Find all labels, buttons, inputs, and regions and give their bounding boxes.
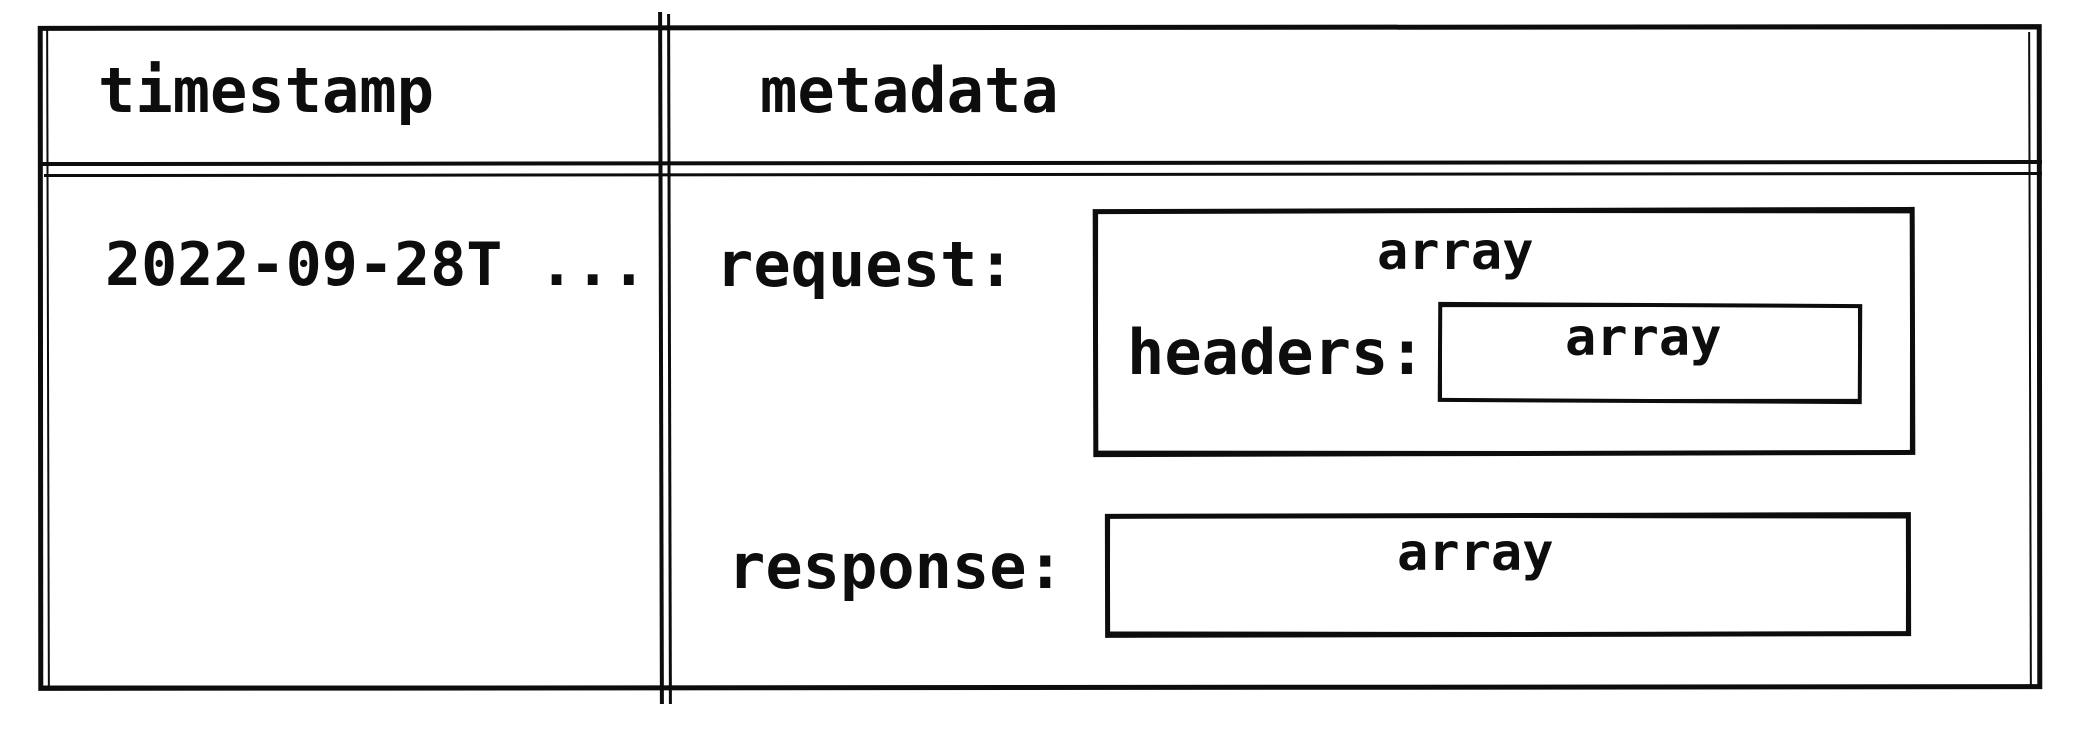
request-array-type: array [1377,222,1534,282]
response-field-label: response: [728,530,1064,603]
headers-array-type: array [1565,308,1722,368]
headers-field-label: headers: [1127,316,1426,389]
column-header-timestamp: timestamp [98,54,434,127]
response-array-type: array [1397,523,1554,583]
column-header-metadata: metadata [760,54,1059,127]
request-field-label: request: [716,228,1015,301]
timestamp-cell-value: 2022-09-28T ... [105,230,647,300]
